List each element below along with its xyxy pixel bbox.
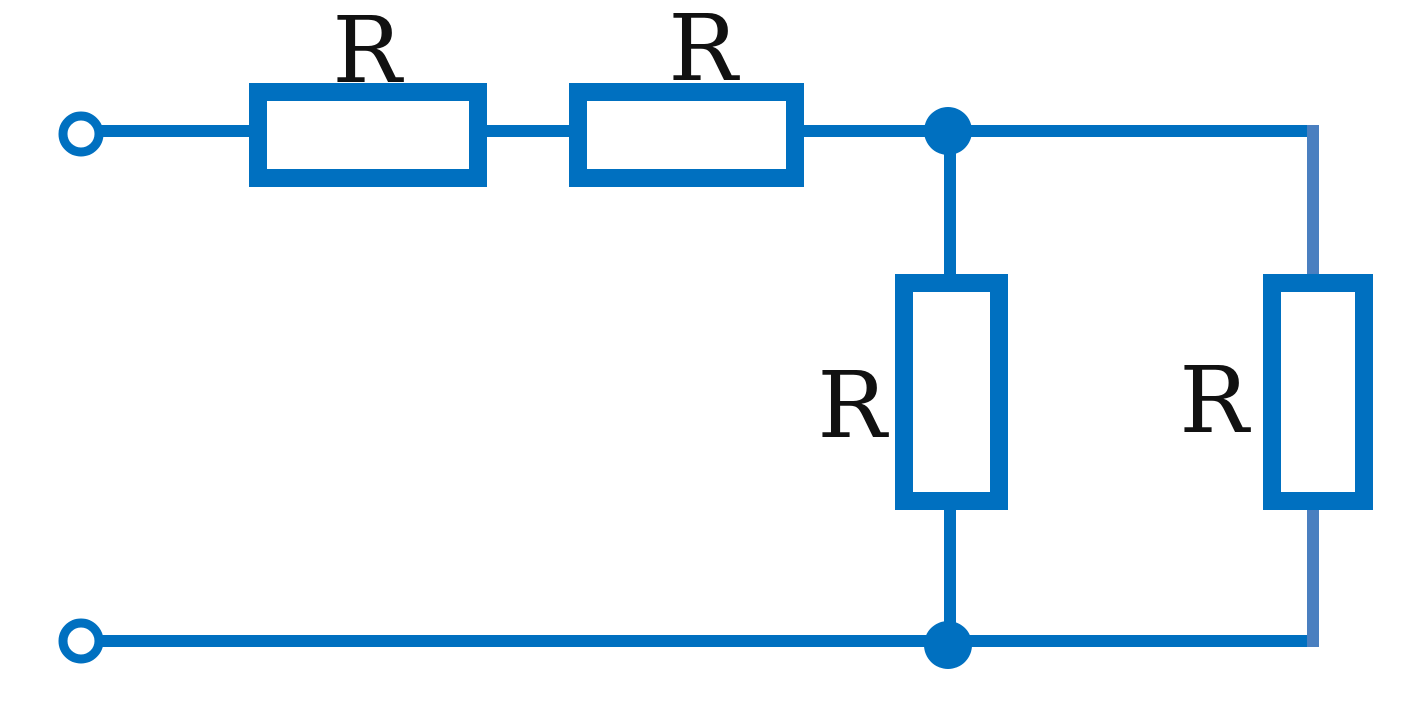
label-r2: R [668, 0, 740, 102]
junction-node-top [924, 107, 972, 155]
label-r1: R [332, 0, 404, 104]
label-r3: R [817, 352, 889, 459]
resistor-r1 [249, 83, 487, 187]
resistor-r4 [1263, 274, 1373, 510]
input-terminal-top [58, 111, 104, 157]
input-terminal-bottom [58, 618, 104, 664]
label-r4: R [1179, 347, 1251, 454]
junction-node-bottom [924, 621, 972, 669]
resistor-r3 [895, 274, 1008, 510]
resistor-r2 [569, 83, 804, 187]
